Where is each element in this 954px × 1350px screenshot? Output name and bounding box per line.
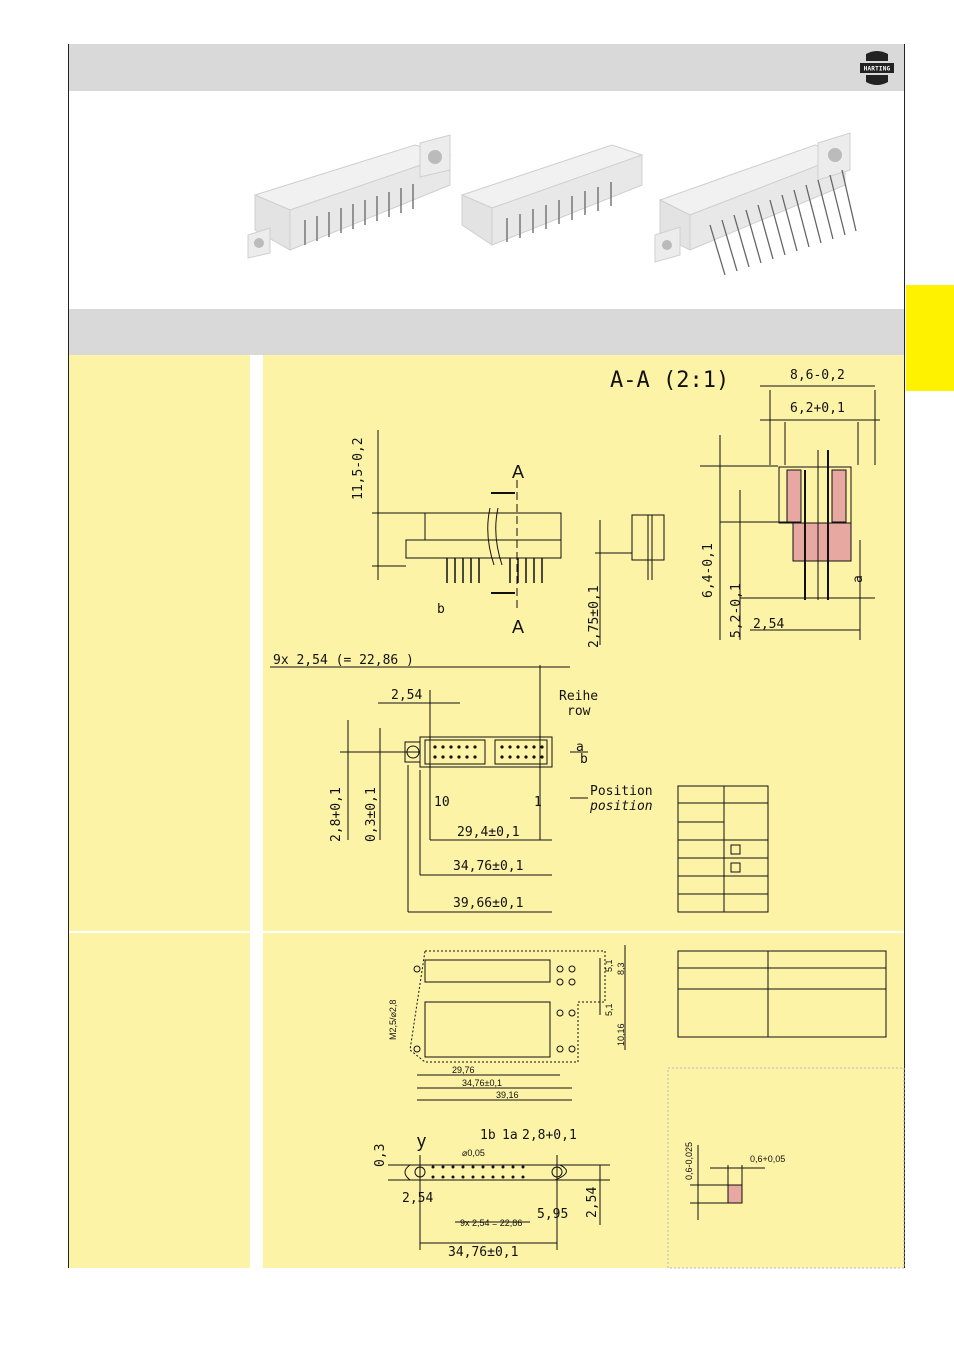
connector-photo-straight bbox=[460, 144, 644, 246]
label-row-en: row bbox=[567, 704, 591, 719]
dim-pitch: 2,54 bbox=[391, 688, 422, 703]
label-pos-10: 10 bbox=[434, 795, 450, 810]
dim-0-3: 0,3±0,1 bbox=[364, 787, 379, 842]
dim-pcb-9x: 9x 2,54 = 22,86 bbox=[460, 1218, 522, 1228]
label-1a: 1a bbox=[502, 1128, 518, 1143]
header-band bbox=[69, 44, 904, 91]
label-position-en: position bbox=[589, 799, 653, 814]
dim-29: 29,4±0,1 bbox=[457, 825, 520, 840]
dim-cutout-29: 29,76 bbox=[452, 1065, 475, 1075]
dim-34: 34,76±0,1 bbox=[453, 859, 523, 874]
dim-pitch-total: 9x 2,54 (= 22,86 ) bbox=[273, 653, 414, 668]
dim-front-height: 11,5-0,2 bbox=[351, 437, 366, 500]
section-mark-bottom: A bbox=[512, 617, 524, 637]
label-row-b: b bbox=[580, 752, 588, 767]
dim-section-pitch: 2,54 bbox=[753, 617, 784, 632]
dim-39: 39,66±0,1 bbox=[453, 896, 523, 911]
dim-pin-vertical: 0,6-0,025 bbox=[684, 1142, 694, 1180]
label-1b: 1b bbox=[480, 1128, 496, 1143]
logo-text: HARTING bbox=[864, 66, 891, 73]
dim-section-outer: 8,6-0,2 bbox=[790, 368, 845, 383]
dim-cutout-39: 39,16 bbox=[496, 1090, 519, 1100]
dim-2-8: 2,8+0,1 bbox=[329, 787, 344, 842]
label-b-front: b bbox=[437, 602, 445, 617]
dim-section-body: 6,4-0,1 bbox=[701, 543, 716, 598]
side-cell-dimensions bbox=[69, 355, 250, 931]
label-row-de: Reihe bbox=[559, 689, 598, 704]
label-pos-1: 1 bbox=[534, 795, 542, 810]
dim-cutout-51a: 5,1 bbox=[604, 959, 614, 972]
section-band bbox=[69, 309, 904, 355]
frame-left-rule bbox=[68, 44, 69, 1268]
dim-section-pin: 5,2-0,1 bbox=[729, 583, 744, 638]
dim-cutout-34: 34,76±0,1 bbox=[462, 1078, 502, 1088]
connector-photo-long-pins bbox=[654, 132, 857, 276]
dim-hole: M2,5/⌀2,8 bbox=[388, 1000, 398, 1040]
section-title: A-A (2:1) bbox=[610, 368, 729, 393]
connector-photo-straight-short bbox=[247, 134, 452, 259]
label-position-de: Position bbox=[590, 784, 653, 799]
main-cell-dimensions bbox=[263, 355, 904, 931]
dim-pcb-254: 2,54 bbox=[402, 1191, 433, 1206]
label-y: y bbox=[417, 1131, 426, 1151]
dim-side-pin: 2,75±0,1 bbox=[587, 585, 602, 648]
section-mark-top: A bbox=[512, 462, 524, 482]
label-row-a: a bbox=[576, 740, 584, 755]
dim-pcb-28: 2,8+0,1 bbox=[522, 1128, 577, 1143]
dim-pin-horizontal: 0,6+0,05 bbox=[750, 1154, 785, 1164]
dim-cutout-83: 8,3 bbox=[616, 962, 626, 975]
frame-right-rule bbox=[904, 44, 905, 1268]
chapter-tab bbox=[906, 285, 954, 391]
dim-pcb-595: 5,95 bbox=[537, 1207, 568, 1222]
harting-logo: HARTING bbox=[860, 51, 894, 85]
side-cell-pcb bbox=[69, 933, 250, 1268]
dim-pcb-254v: 2,54 bbox=[585, 1187, 600, 1218]
dim-pcb-03: 0,3 bbox=[373, 1144, 388, 1167]
tolerance-position: ⌀0,05 bbox=[462, 1148, 485, 1158]
dim-cutout-51b: 5,1 bbox=[604, 1003, 614, 1016]
dim-cutout-1016: 10,16 bbox=[616, 1023, 626, 1046]
dim-section-a: a bbox=[851, 575, 866, 583]
dim-pcb-3476: 34,76±0,1 bbox=[448, 1245, 518, 1260]
dim-section-inner: 6,2+0,1 bbox=[790, 401, 845, 416]
